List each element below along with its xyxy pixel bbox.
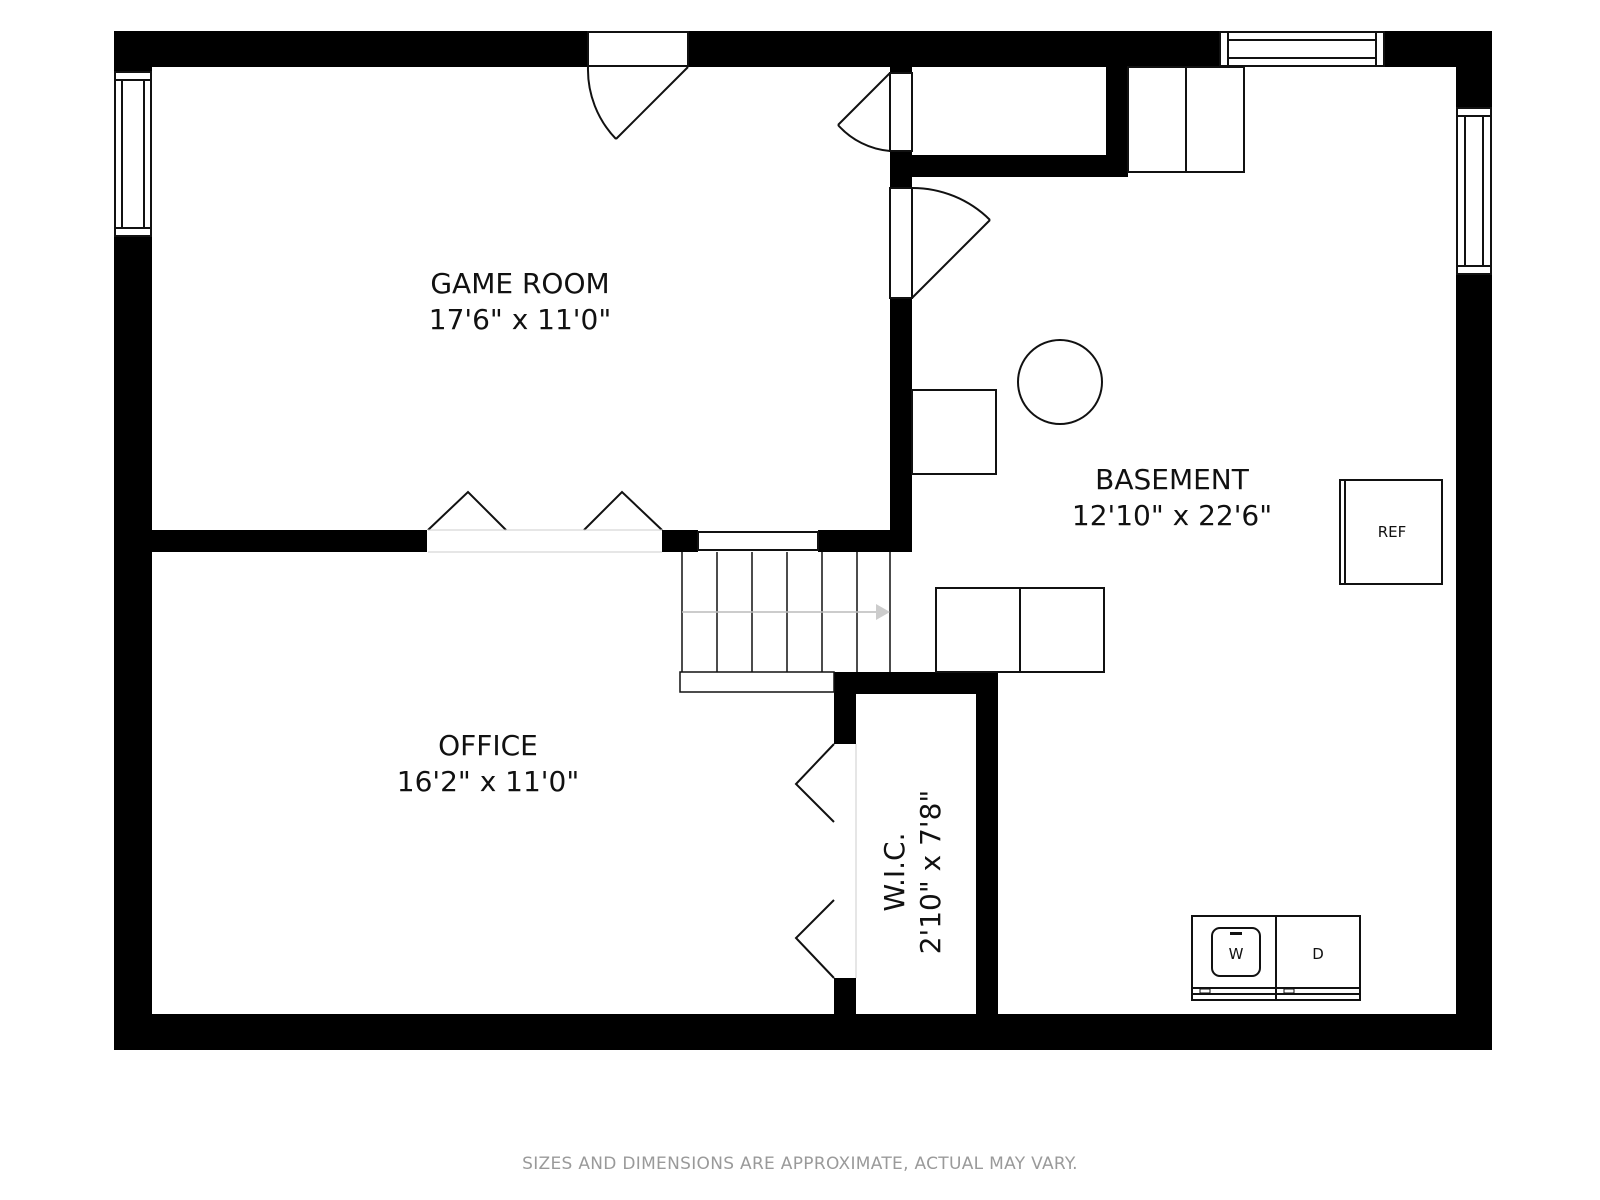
refrigerator: REF [1339,479,1443,585]
dryer-label: D [1312,945,1324,963]
wall-wic-west-top [834,672,856,744]
wic-label-group: W.I.C. 2'10" x 7'8" [878,790,947,955]
door-bifold-wic [794,743,857,979]
laundry: W D [1191,915,1361,1001]
washer: W [1191,915,1277,1001]
wall-closet-east [1106,67,1128,177]
washer-label: W [1229,945,1244,963]
wall-right-lower [1456,274,1492,1050]
wall-wic-top [834,672,998,694]
window-left [114,71,152,237]
room-name-basement: BASEMENT [1095,463,1250,496]
door-bifold-gameroom [427,490,663,553]
basement-cabinet [911,389,997,475]
walls [114,31,1492,1050]
window-top-right [1219,31,1385,67]
stairs [679,552,891,693]
room-name-wic: W.I.C. [878,833,911,912]
wall-gameroom-east-low [890,298,912,550]
wall-top-left [114,31,588,67]
windows [114,31,1492,275]
wall-bottom [114,1014,1492,1050]
wall-wic-west-bottom [834,978,856,1050]
wall-wic-east [976,672,998,1050]
closet-shelf-left [1127,66,1187,173]
basement-counter-right [1019,587,1105,673]
stair-opening [697,531,819,551]
wall-gameroom-south-mid [662,530,698,552]
room-name-game-room: GAME ROOM [430,267,609,300]
wall-right-upper [1456,31,1492,108]
closet-shelf-right [1185,66,1245,173]
door-closet [837,72,913,152]
disclaimer-text: SIZES AND DIMENSIONS ARE APPROXIMATE, AC… [522,1154,1078,1174]
refrigerator-label: REF [1378,523,1407,541]
room-dim-basement: 12'10" x 22'6" [1072,499,1272,532]
window-right [1456,107,1492,275]
room-dim-wic: 2'10" x 7'8" [914,790,947,955]
door-basement [889,186,991,299]
water-heater-icon [1017,339,1103,425]
wall-closet-bottom [890,155,1128,177]
wall-gameroom-south-left [114,530,427,552]
stairs-arrowhead [876,604,890,620]
door-gameroom-top [586,31,689,140]
wall-top-mid [688,31,1220,67]
wall-left-lower [114,236,152,1050]
cabinets [911,66,1245,673]
wall-gameroom-east-top [890,67,912,73]
room-name-office: OFFICE [438,729,538,762]
room-dim-game-room: 17'6" x 11'0" [429,303,611,336]
doors [427,31,991,979]
basement-counter-left [935,587,1021,673]
dryer: D [1275,915,1361,1001]
wall-gameroom-south-right [818,530,912,552]
wall-left-upper [114,31,152,72]
room-dim-office: 16'2" x 11'0" [397,765,579,798]
